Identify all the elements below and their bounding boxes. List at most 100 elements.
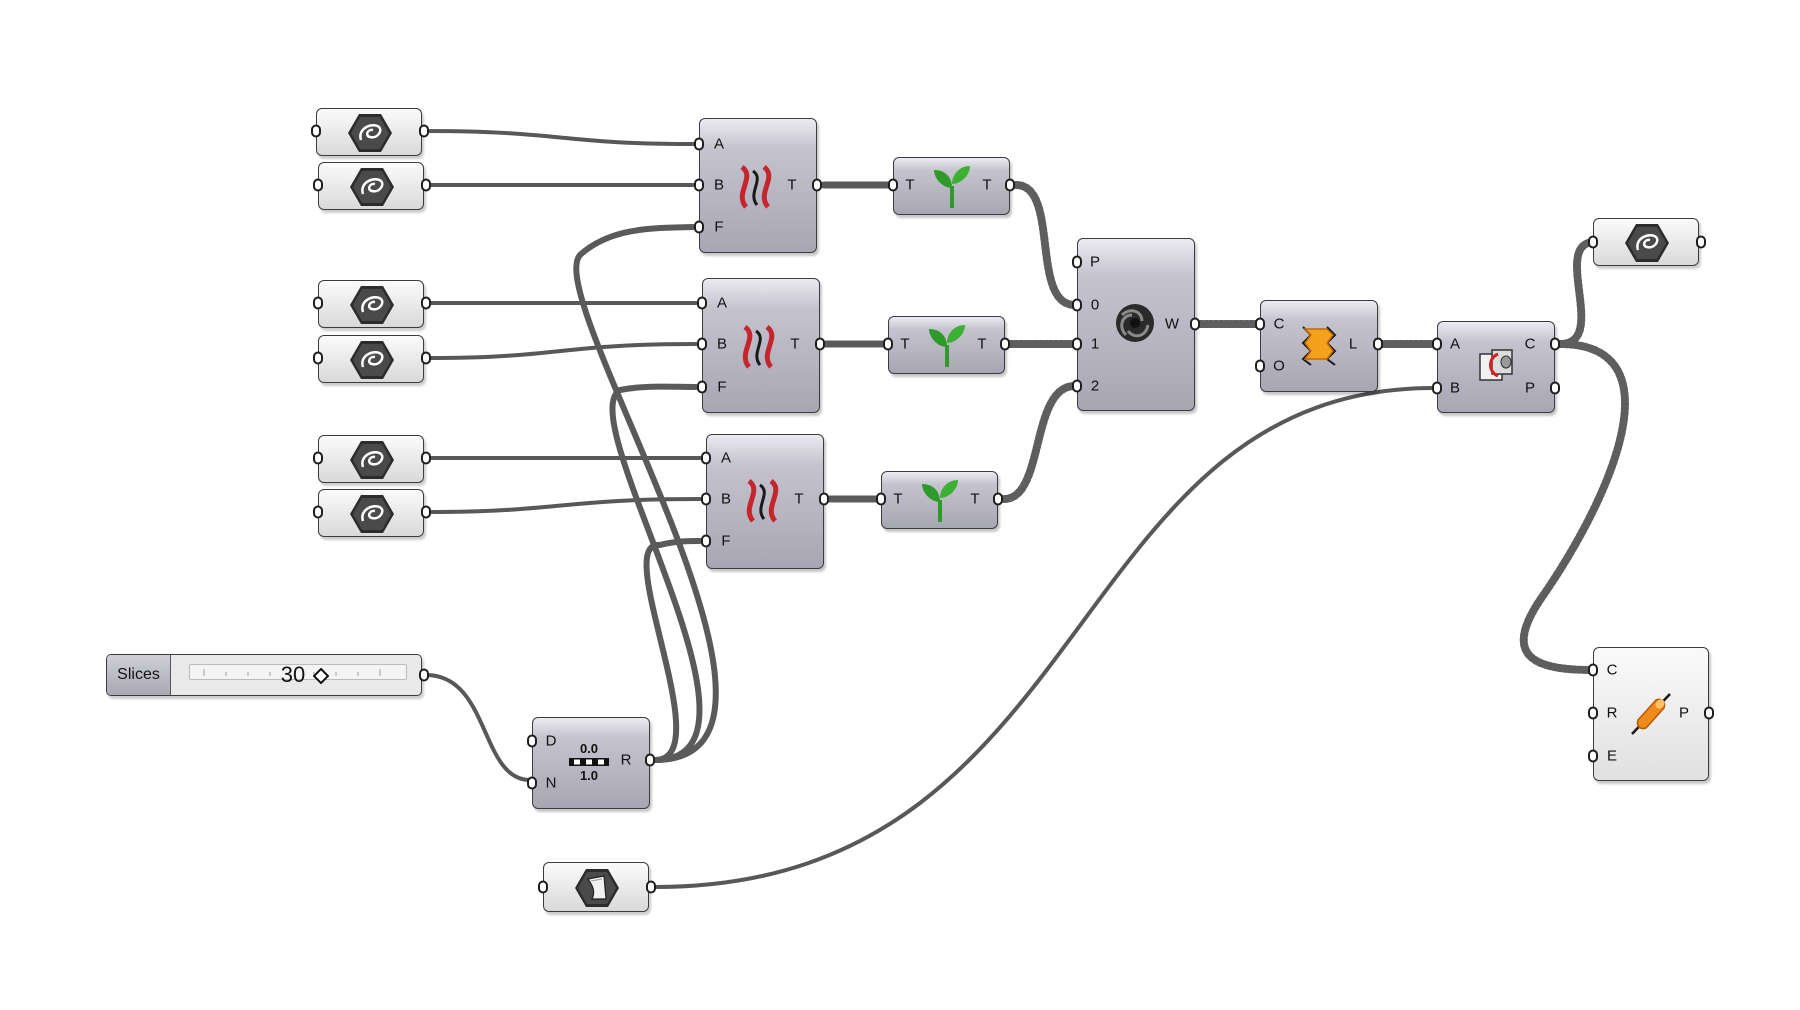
brep-parameter-icon <box>574 867 620 914</box>
tween-1-port-t[interactable] <box>812 178 822 192</box>
loft-component[interactable] <box>1260 300 1378 392</box>
tween-3-input-a-label: A <box>720 449 732 467</box>
curve-param-output-output[interactable] <box>1696 235 1706 249</box>
brep-param-output[interactable] <box>646 880 656 894</box>
curve-param-1-output[interactable] <box>419 124 429 138</box>
pipe-component[interactable] <box>1593 647 1709 781</box>
tween-3-input-f-label: F <box>721 532 731 550</box>
pipe-port-e[interactable] <box>1588 749 1598 763</box>
curve-param-4[interactable] <box>318 335 424 383</box>
loft-input-c-label: C <box>1273 315 1285 333</box>
curve-param-2-output[interactable] <box>421 178 431 192</box>
split-port-a[interactable] <box>1432 337 1442 351</box>
graft-component-1[interactable] <box>893 157 1010 215</box>
loft-port-c[interactable] <box>1255 317 1265 331</box>
curve-param-2[interactable] <box>318 162 424 210</box>
wire-slider-to-range-n <box>424 673 532 782</box>
graft-1-port-out[interactable] <box>1005 178 1015 192</box>
graft-3-output-label: T <box>970 490 980 508</box>
pipe-input-e-label: E <box>1606 747 1618 765</box>
tween-2-port-b[interactable] <box>697 337 707 351</box>
loft-input-o-label: O <box>1273 357 1285 375</box>
tween-2-output-t-label: T <box>790 335 800 353</box>
curve-param-6-output[interactable] <box>421 505 431 519</box>
slider-grip-icon[interactable] <box>313 668 329 684</box>
range-port-d[interactable] <box>527 734 537 748</box>
split-brep-component[interactable] <box>1437 321 1555 413</box>
curve-parameter-icon <box>349 166 395 213</box>
split-port-p[interactable] <box>1550 381 1560 395</box>
curve-param-output-input[interactable] <box>1588 235 1598 249</box>
tween-3-output-t-label: T <box>794 490 804 508</box>
tween-component-1[interactable] <box>699 118 817 253</box>
weave-port-w[interactable] <box>1190 317 1200 331</box>
tween-1-port-b[interactable] <box>694 178 704 192</box>
tween-curve-icon <box>741 477 783 530</box>
weave-component[interactable] <box>1077 238 1195 411</box>
curve-param-4-input[interactable] <box>313 351 323 365</box>
graft-1-port-in[interactable] <box>888 178 898 192</box>
curve-param-1[interactable] <box>316 108 422 156</box>
wire-curve1-to-sweep1-a <box>424 129 695 146</box>
tween-2-port-t[interactable] <box>815 337 825 351</box>
tween-3-port-t[interactable] <box>819 492 829 506</box>
loft-port-l[interactable] <box>1373 337 1383 351</box>
loft-output-l-label: L <box>1348 335 1358 353</box>
tween-1-port-f[interactable] <box>694 220 704 234</box>
weave-port-0[interactable] <box>1072 298 1082 312</box>
range-component[interactable]: 0.0 1.0 <box>532 717 650 809</box>
loft-port-o[interactable] <box>1255 359 1265 373</box>
graft-2-port-out[interactable] <box>1000 337 1010 351</box>
graft-component-3[interactable] <box>881 471 998 529</box>
weave-port-1[interactable] <box>1072 337 1082 351</box>
curve-param-6[interactable] <box>318 489 424 537</box>
curve-param-output[interactable] <box>1593 218 1699 266</box>
pipe-port-c[interactable] <box>1588 663 1598 677</box>
curve-param-3-output[interactable] <box>421 296 431 310</box>
curve-param-5[interactable] <box>318 435 424 483</box>
graft-1-input-label: T <box>905 176 915 194</box>
curve-param-4-output[interactable] <box>421 351 431 365</box>
brep-param[interactable] <box>543 862 649 912</box>
slider-port-out[interactable] <box>419 668 429 682</box>
weave-input-2-label: 2 <box>1090 377 1100 395</box>
curve-param-2-input[interactable] <box>313 178 323 192</box>
brep-param-input[interactable] <box>538 880 548 894</box>
curve-param-5-input[interactable] <box>313 451 323 465</box>
curve-param-5-output[interactable] <box>421 451 431 465</box>
wire-range-to-sweep3-f <box>643 538 703 763</box>
curve-parameter-icon <box>349 493 395 540</box>
tween-3-port-a[interactable] <box>701 451 711 465</box>
tween-2-port-a[interactable] <box>697 296 707 310</box>
range-port-r[interactable] <box>645 753 655 767</box>
split-brep-icon <box>1474 344 1518 393</box>
range-port-n[interactable] <box>527 776 537 790</box>
tween-3-port-f[interactable] <box>701 534 711 548</box>
tween-1-port-a[interactable] <box>694 137 704 151</box>
tween-2-port-f[interactable] <box>697 380 707 394</box>
pipe-port-r[interactable] <box>1588 706 1598 720</box>
curve-param-6-input[interactable] <box>313 505 323 519</box>
split-port-c[interactable] <box>1550 337 1560 351</box>
tween-3-port-b[interactable] <box>701 492 711 506</box>
graft-3-port-in[interactable] <box>876 492 886 506</box>
tween-2-input-f-label: F <box>717 378 727 396</box>
tween-component-2[interactable] <box>702 278 820 413</box>
tween-1-input-b-label: B <box>713 176 725 194</box>
graft-3-port-out[interactable] <box>993 492 1003 506</box>
slider-track[interactable] <box>189 664 407 680</box>
slices-slider[interactable]: Slices 30 <box>106 654 422 696</box>
graft-2-port-in[interactable] <box>883 337 893 351</box>
tween-1-input-a-label: A <box>713 135 725 153</box>
weave-port-2[interactable] <box>1072 379 1082 393</box>
graft-component-2[interactable] <box>888 316 1005 374</box>
split-port-b[interactable] <box>1432 381 1442 395</box>
tween-component-3[interactable] <box>706 434 824 569</box>
curve-param-3[interactable] <box>318 280 424 328</box>
curve-param-3-input[interactable] <box>313 296 323 310</box>
weave-port-p[interactable] <box>1072 255 1082 269</box>
pipe-port-p[interactable] <box>1704 706 1714 720</box>
split-output-p-label: P <box>1524 379 1536 397</box>
curve-param-1-input[interactable] <box>311 124 321 138</box>
